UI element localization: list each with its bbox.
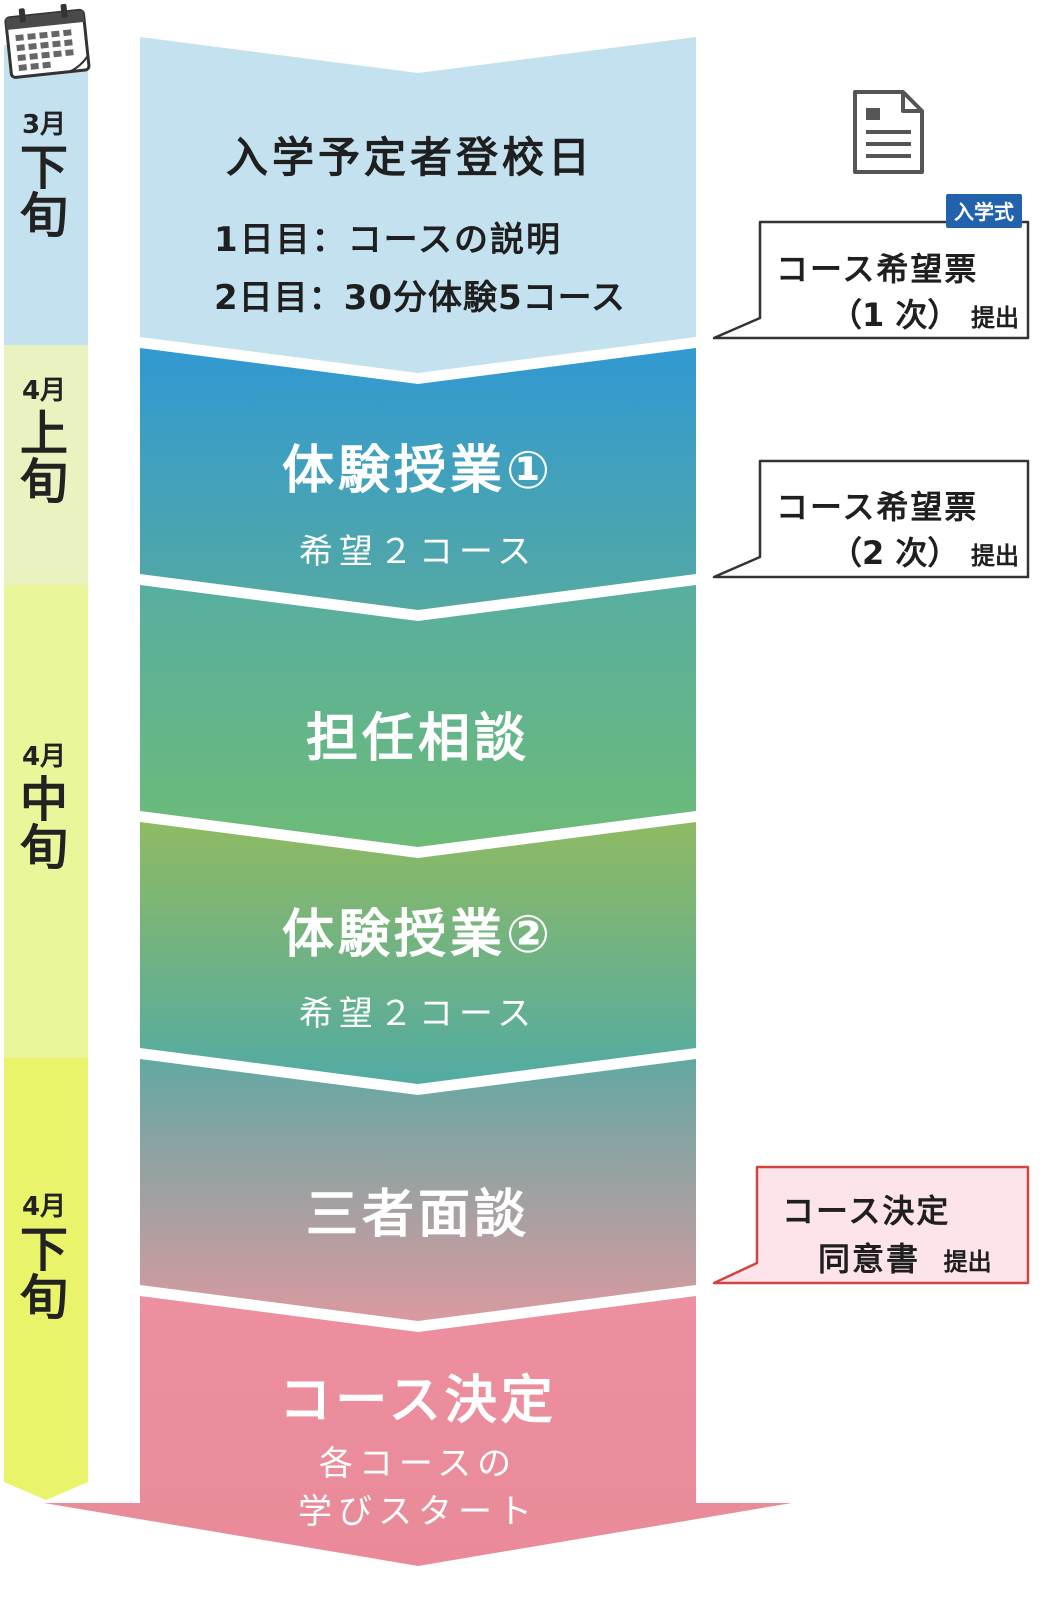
step-shape-course-decision (44, 1296, 792, 1566)
step-title-experience-2: 体験授業② (281, 905, 555, 965)
step-title-three-party-meeting: 三者面談 (305, 1185, 530, 1245)
timeline-period: 下旬 (20, 1222, 69, 1326)
callout-1-line2: （1 次） 提出 (830, 290, 1019, 336)
step-shape-three-party-meeting (140, 1059, 696, 1321)
callout-3-line2: 同意書 提出 (818, 1234, 992, 1280)
callout-3-line1: コース決定 (782, 1192, 951, 1230)
timeline-segment-4 (4, 1058, 88, 1500)
callout-1-line2-suffix: 提出 (971, 304, 1019, 332)
timeline-period: 下旬 (20, 140, 69, 244)
timeline-segment-3 (4, 585, 88, 1058)
callout-2-line1: コース希望票 (776, 488, 979, 526)
step-sub-course-decision-1: 各コースの (318, 1444, 518, 1484)
timeline-month: 4月 (21, 1192, 67, 1222)
step-sub-course-decision-2: 学びスタート (298, 1492, 538, 1532)
timeline-bar (4, 45, 88, 1500)
step-sub-experience-1: 希望２コース (298, 532, 538, 572)
callout-1-line1: コース希望票 (776, 250, 979, 288)
timeline-label-1: 3月 下旬 (4, 112, 84, 240)
callout-bubble-3 (712, 1165, 1030, 1285)
callout-2-line2: （2 次） 提出 (830, 528, 1019, 574)
step-shape-homeroom-consultation (140, 585, 696, 847)
step-sub-experience-2: 希望２コース (298, 994, 538, 1034)
timeline-segment-2 (4, 345, 88, 585)
timeline-period: 中旬 (20, 772, 69, 876)
step-shape-experience-1 (140, 348, 696, 610)
step-detail-day2: 2日目：30分体験5コース (214, 278, 626, 318)
callout-3-line2-suffix: 提出 (943, 1248, 992, 1276)
timeline-label-2: 4月 上旬 (4, 378, 84, 506)
timeline-month: 4月 (21, 742, 67, 772)
timeline-period: 上旬 (20, 406, 69, 510)
callout-3-line2-main: 同意書 (818, 1240, 921, 1278)
timeline-month: 3月 (21, 110, 67, 140)
callout-bubble-2 (712, 459, 1030, 579)
callout-2-line2-suffix: 提出 (971, 542, 1019, 570)
step-detail-day1: 1日目：コースの説明 (214, 220, 562, 260)
timeline-label-3: 4月 中旬 (4, 744, 84, 872)
timeline-segment-1 (4, 45, 88, 345)
callout-1-line2-main: （1 次） (830, 296, 960, 334)
timeline-month: 4月 (21, 376, 67, 406)
step-shape-experience-2 (140, 822, 696, 1084)
calendar-icon (4, 3, 91, 79)
step-title-homeroom-consultation: 担任相談 (305, 709, 530, 769)
step-title-experience-1: 体験授業① (281, 441, 555, 501)
step-title-course-decision: コース決定 (279, 1371, 557, 1431)
timeline-label-4: 4月 下旬 (4, 1194, 84, 1322)
callout-2-line2-main: （2 次） (830, 534, 960, 572)
step-shape-enrollee-day (140, 37, 696, 373)
document-icon (853, 90, 924, 174)
callout-badge-entrance-ceremony: 入学式 (946, 194, 1022, 228)
step-title-enrollee-day: 入学予定者登校日 (225, 133, 594, 182)
